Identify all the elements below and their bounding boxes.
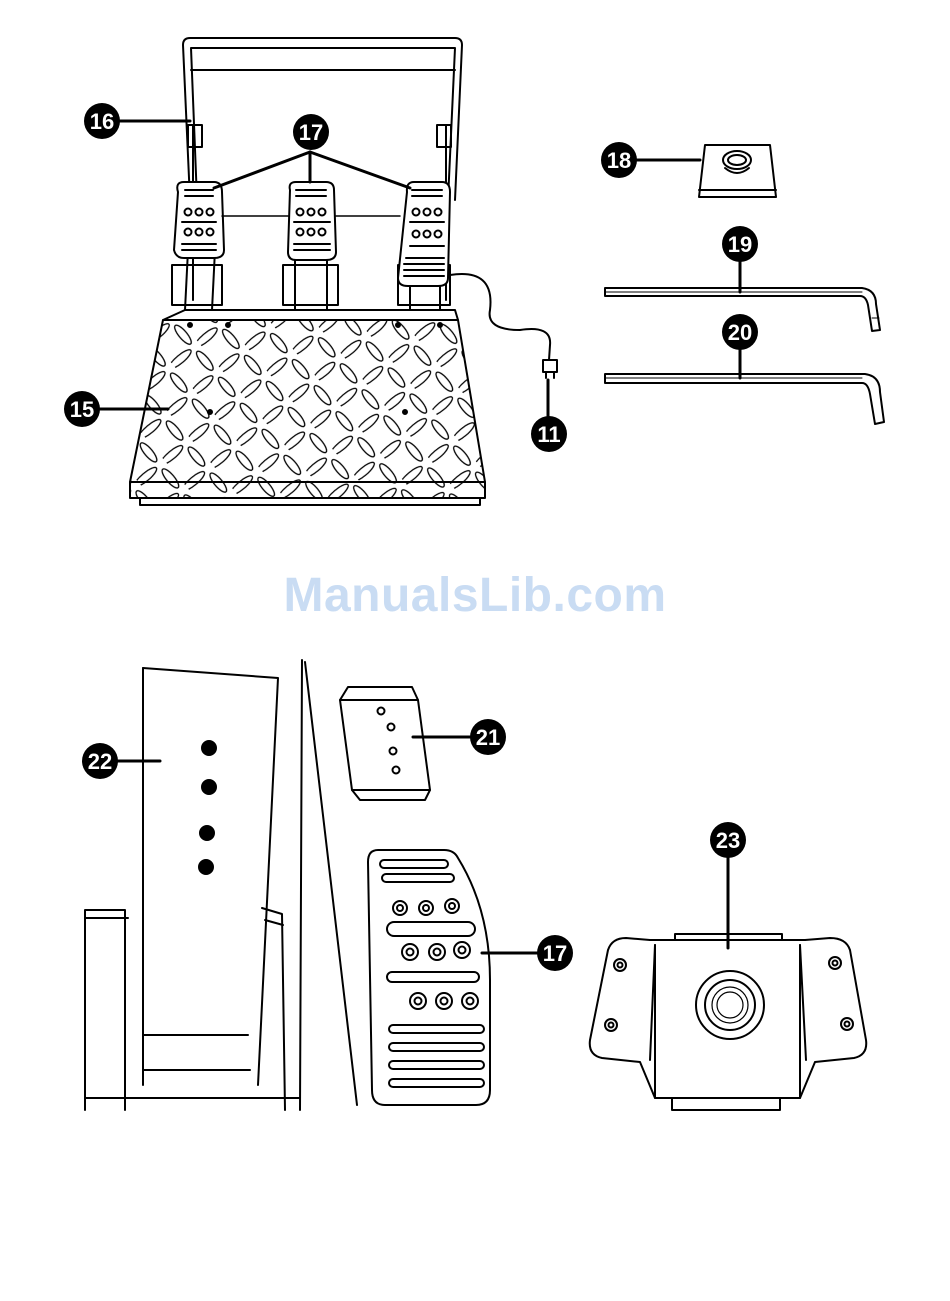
pedal-block xyxy=(340,687,430,800)
pedal-set-assembly xyxy=(130,38,557,505)
rj-connector xyxy=(543,360,557,372)
svg-text:22: 22 xyxy=(88,749,112,774)
pedal-pad xyxy=(368,850,490,1105)
svg-text:11: 11 xyxy=(537,422,560,447)
pedal-left xyxy=(174,182,224,258)
callout-17-bottom: 17 xyxy=(537,935,573,971)
pedal-right xyxy=(398,182,450,286)
callout-18: 18 xyxy=(601,142,637,178)
callout-22: 22 xyxy=(82,743,118,779)
callout-17-top: 17 xyxy=(293,114,329,150)
watermark-text: ManualsLib.com xyxy=(0,568,950,623)
svg-text:19: 19 xyxy=(728,232,752,257)
pedal-cable xyxy=(450,274,550,360)
tread-plate xyxy=(130,310,485,505)
pedal-arm xyxy=(143,668,278,1085)
callout-16: 16 xyxy=(84,103,120,139)
threaded-nut-plate xyxy=(699,145,776,197)
svg-text:16: 16 xyxy=(90,109,114,134)
callout-19: 19 xyxy=(722,226,758,262)
allen-key-large xyxy=(605,374,884,424)
svg-text:15: 15 xyxy=(70,397,94,422)
svg-text:17: 17 xyxy=(299,120,323,145)
svg-text:21: 21 xyxy=(476,725,500,750)
callout-20: 20 xyxy=(722,314,758,350)
callout-23: 23 xyxy=(710,822,746,858)
svg-text:23: 23 xyxy=(716,828,740,853)
pedal-middle xyxy=(288,182,336,260)
callout-15: 15 xyxy=(64,391,100,427)
svg-text:20: 20 xyxy=(728,320,752,345)
mount-bracket xyxy=(590,934,867,1110)
svg-text:17: 17 xyxy=(543,941,567,966)
callout-11: 11 xyxy=(531,416,567,452)
callout-21: 21 xyxy=(470,719,506,755)
svg-text:18: 18 xyxy=(607,148,631,173)
pedal-housing xyxy=(85,660,357,1110)
